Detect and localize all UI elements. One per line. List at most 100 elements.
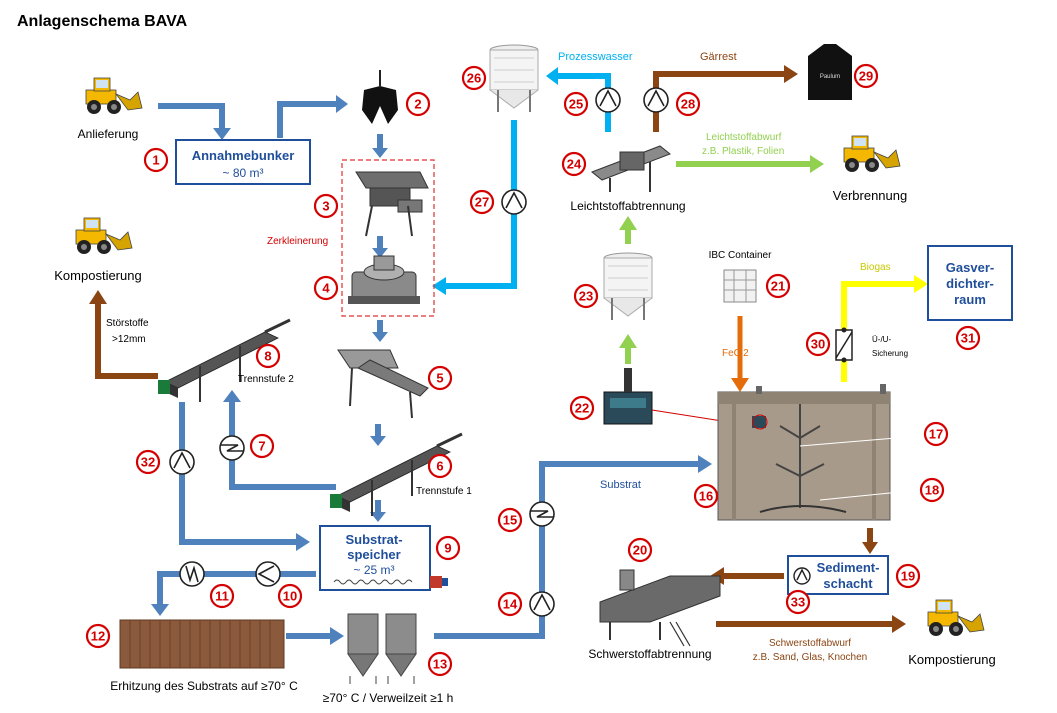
screw-separator-icon [591, 145, 671, 192]
zerkleinerung-group [341, 159, 435, 317]
tank-label: Paulum [820, 74, 840, 80]
number-marker-2: 2 [405, 91, 431, 117]
annahmebunker-title: Annahmebunker [192, 148, 295, 163]
number-marker-16: 16 [693, 483, 719, 509]
number-marker-11: 11 [209, 583, 235, 609]
label-substrat: Substrat [600, 479, 641, 491]
number-marker-12: 12 [85, 623, 111, 649]
digester-icon [717, 384, 891, 521]
pump-icon [255, 561, 281, 587]
screw-conveyor [333, 579, 413, 585]
shredder-icon [355, 171, 429, 237]
label-stoerstoffe-2: >12mm [112, 334, 146, 345]
number-marker-label: 32 [141, 455, 155, 470]
leader-18 [819, 489, 921, 501]
gasverdichter-title-2: dichter- [946, 276, 994, 291]
label-verbrennung: Verbrennung [833, 188, 907, 203]
label-schwerstoffabtrennung: Schwerstoffabtrennung [588, 647, 711, 661]
label-trennstufe1: Trennstufe 1 [416, 486, 472, 497]
pump-icon [529, 591, 555, 617]
wheel-loader-icon [927, 599, 985, 637]
label-schwerstoffabwurf-2: z.B. Sand, Glas, Knochen [753, 652, 868, 663]
pump-icon [169, 449, 195, 475]
number-marker-14: 14 [497, 591, 523, 617]
substratspeicher-title-2: speicher [347, 547, 400, 562]
label-leichtstoffabwurf-2: z.B. Plastik, Folien [702, 146, 784, 157]
hygienisation-silos [347, 613, 417, 684]
label-biogas: Biogas [860, 262, 891, 273]
number-marker-22: 22 [569, 395, 595, 421]
sediment-title-2: schacht [823, 576, 873, 591]
ibc-container-icon [723, 269, 757, 303]
number-marker-17: 17 [923, 421, 949, 447]
number-marker-label: 29 [859, 69, 873, 84]
number-marker-label: 3 [322, 199, 329, 214]
number-marker-29: 29 [853, 63, 879, 89]
number-marker-8: 8 [255, 343, 281, 369]
number-marker-label: 4 [322, 281, 330, 296]
number-marker-19: 19 [895, 563, 921, 589]
tank-icon: Paulum [808, 44, 852, 100]
sediment-title-1: Sediment- [817, 560, 880, 575]
screw-separator-icon [599, 569, 721, 647]
label-leichtstoffabtrennung: Leichtstoffabtrennung [570, 199, 685, 213]
wheel-loader-icon [843, 135, 901, 173]
motor-cap [442, 578, 448, 586]
number-marker-21: 21 [765, 273, 791, 299]
number-marker-label: 19 [901, 569, 915, 584]
label-prozesswasser: Prozesswasser [558, 51, 633, 63]
dosing-unit-icon [603, 368, 653, 425]
gasverdichter-title-1: Gasver- [946, 260, 994, 275]
number-marker-3: 3 [313, 193, 339, 219]
number-marker-label: 12 [91, 629, 105, 644]
pipes [89, 65, 928, 645]
number-marker-7: 7 [249, 433, 275, 459]
wheel-loader-icon [85, 77, 143, 115]
substratspeicher-box [319, 525, 431, 591]
number-marker-label: 33 [791, 595, 805, 610]
label-gaerrest: Gärrest [700, 51, 737, 63]
label-fecl2: FeCl2 [722, 348, 749, 359]
label-zerkleinerung: Zerkleinerung [267, 236, 328, 247]
number-marker-23: 23 [573, 283, 599, 309]
leader-17 [799, 435, 921, 447]
annahmebunker-volume: ~ 80 m³ [222, 166, 263, 180]
heat-exchanger-icon [219, 435, 245, 461]
number-marker-label: 2 [414, 97, 421, 112]
pump-icon [501, 189, 527, 215]
number-marker-24: 24 [561, 151, 587, 177]
silo-icon [489, 44, 539, 113]
label-erhitzung: Erhitzung des Substrats auf ≥70° C [110, 679, 298, 693]
number-marker-label: 15 [503, 513, 517, 528]
number-marker-label: 11 [215, 589, 229, 604]
number-marker-26: 26 [461, 65, 487, 91]
substratspeicher-title-1: Substrat- [345, 532, 402, 547]
number-marker-label: 6 [436, 459, 443, 474]
number-marker-label: 23 [579, 289, 593, 304]
label-uu-sicherung-2: Sicherung [872, 349, 908, 358]
number-marker-label: 1 [152, 153, 159, 168]
number-marker-28: 28 [675, 91, 701, 117]
number-marker-label: 30 [811, 337, 825, 352]
label-leichtstoffabwurf-1: Leichtstoffabwurf [706, 132, 782, 143]
silo-icon [603, 252, 653, 321]
grab-bucket-icon [362, 70, 398, 124]
number-marker-5: 5 [427, 365, 453, 391]
number-marker-label: 16 [699, 489, 713, 504]
number-marker-1: 1 [143, 147, 169, 173]
label-kompostierung-bottom: Kompostierung [908, 652, 995, 667]
label-verweilzeit: ≥70° C / Verweilzeit ≥1 h [323, 691, 454, 705]
pump-icon [595, 87, 621, 113]
gasverdichter-box [927, 245, 1013, 321]
labels: Anlieferung Kompostierung Zerkleinerung … [54, 51, 995, 705]
label-schwerstoffabwurf-1: Schwerstoffabwurf [769, 638, 851, 649]
number-marker-label: 9 [444, 541, 451, 556]
number-marker-label: 25 [569, 97, 583, 112]
number-marker-27: 27 [469, 189, 495, 215]
number-marker-4: 4 [313, 275, 339, 301]
number-marker-label: 10 [283, 589, 297, 604]
number-marker-label: 13 [433, 657, 447, 672]
number-marker-15: 15 [497, 507, 523, 533]
label-uu-sicherung-1: Ü-/U- [872, 335, 891, 344]
